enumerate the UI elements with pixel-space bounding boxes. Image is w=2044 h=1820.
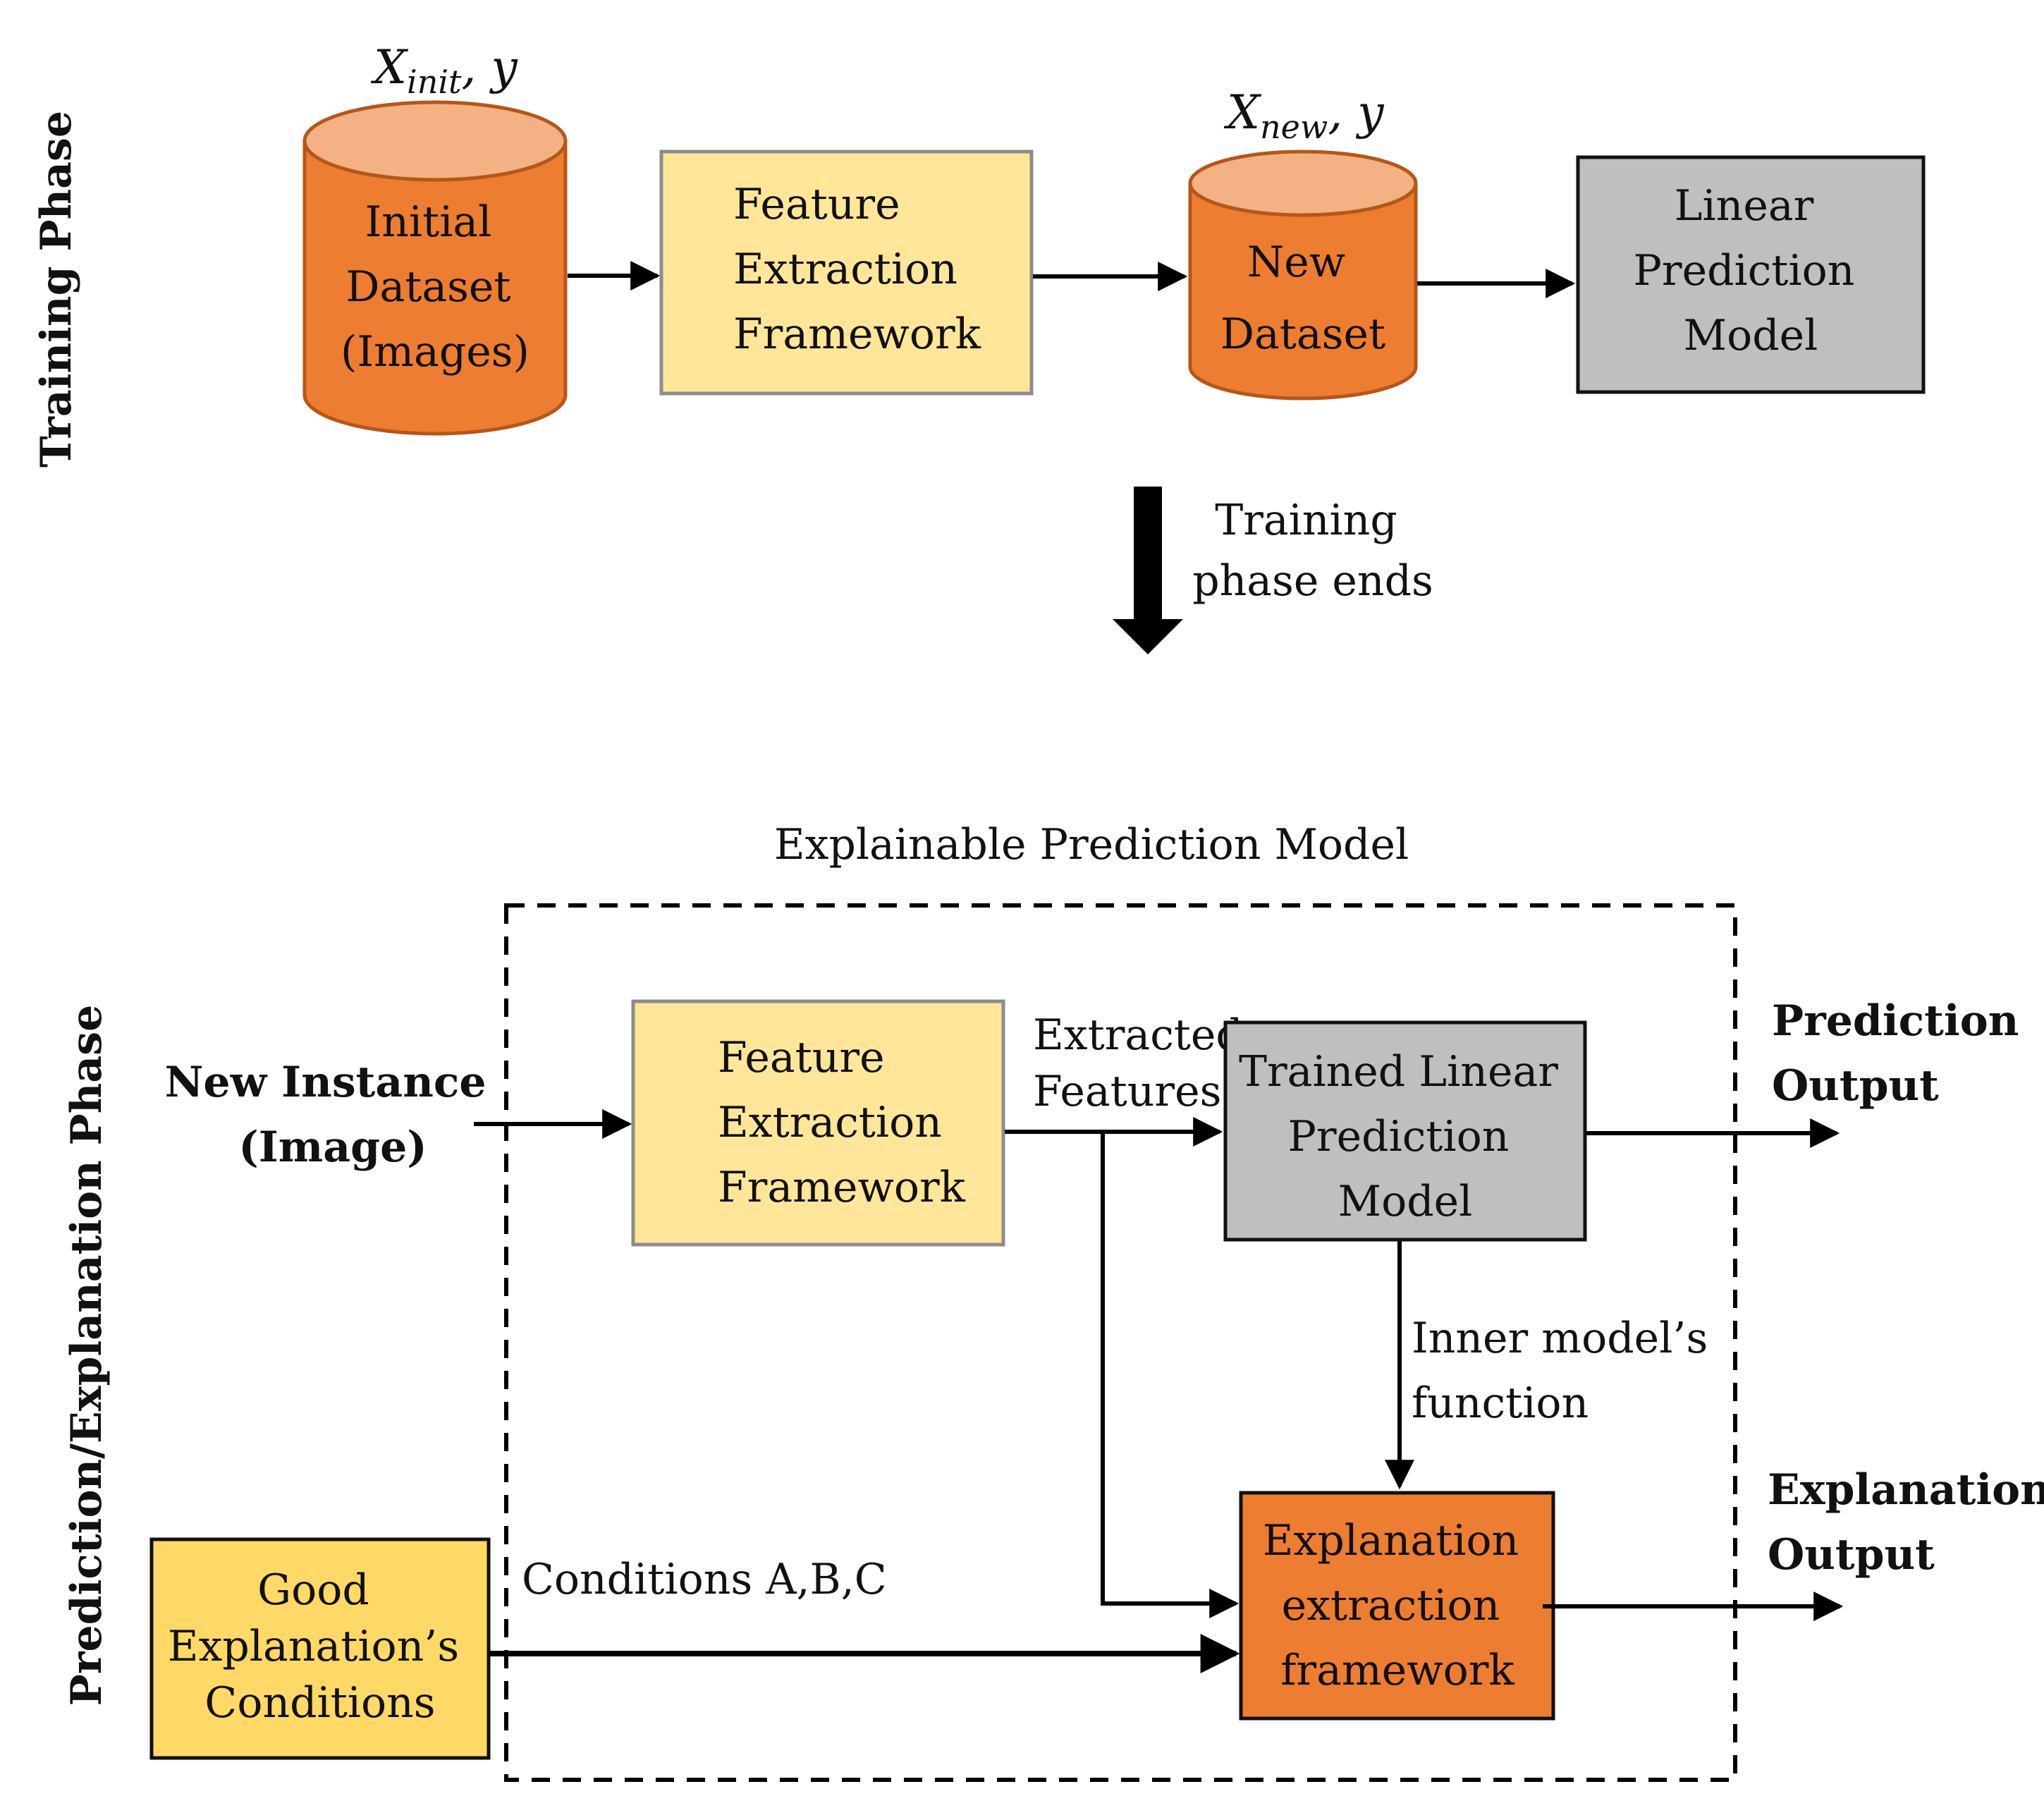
initial-dataset-label: Initial Dataset (Images) xyxy=(341,197,530,377)
explanation-framework-box xyxy=(1239,1491,1555,1721)
arrow-features-to-explanation xyxy=(1101,1132,1240,1618)
new-dataset-symbol: Xnew, y xyxy=(1223,85,1384,146)
initial-dataset-symbol: Xinit, y xyxy=(370,40,518,101)
new-dataset-label: New Dataset xyxy=(1220,238,1385,359)
feature-extraction-box-prediction xyxy=(631,999,1005,1247)
conditions-box-label: Good Explanation’s Conditions xyxy=(168,1565,472,1728)
conditions-box xyxy=(149,1537,491,1760)
extracted-features-label: Extracted Features xyxy=(1033,1010,1256,1116)
feature-extraction-label-training: Feature Extraction Framework xyxy=(733,180,981,359)
feature-extraction-box-training xyxy=(659,149,1034,396)
new-dataset-cylinder xyxy=(1188,149,1418,401)
feature-extraction-label-prediction: Feature Extraction Framework xyxy=(718,1033,966,1212)
training-phase-ends-label: Training phase ends xyxy=(1192,496,1433,606)
initial-dataset-cylinder xyxy=(302,100,568,436)
linear-prediction-model-label: Linear Prediction Model xyxy=(1634,181,1868,360)
explanation-framework-label: Explanation extraction framework xyxy=(1263,1516,1533,1695)
container-title: Explainable Prediction Model xyxy=(774,820,1409,869)
prediction-phase-label: Prediction/Explanation Phase xyxy=(62,1005,111,1706)
conditions-label: Conditions A,B,C xyxy=(522,1555,887,1604)
prediction-output-label: Prediction Output xyxy=(1772,996,2033,1111)
phase-transition-arrow xyxy=(1113,487,1183,654)
trained-model-label: Trained Linear Prediction Model xyxy=(1239,1047,1572,1226)
linear-prediction-model-box xyxy=(1576,155,1926,394)
inner-function-label: Inner model’s function xyxy=(1412,1314,1721,1428)
training-phase-label: Training Phase xyxy=(32,111,81,468)
explainable-model-container xyxy=(504,903,1737,1782)
trained-model-box xyxy=(1223,1020,1587,1242)
explanation-output-label: Explanation Output xyxy=(1768,1465,2044,1580)
new-instance-label: New Instance (Image) xyxy=(165,1058,501,1172)
